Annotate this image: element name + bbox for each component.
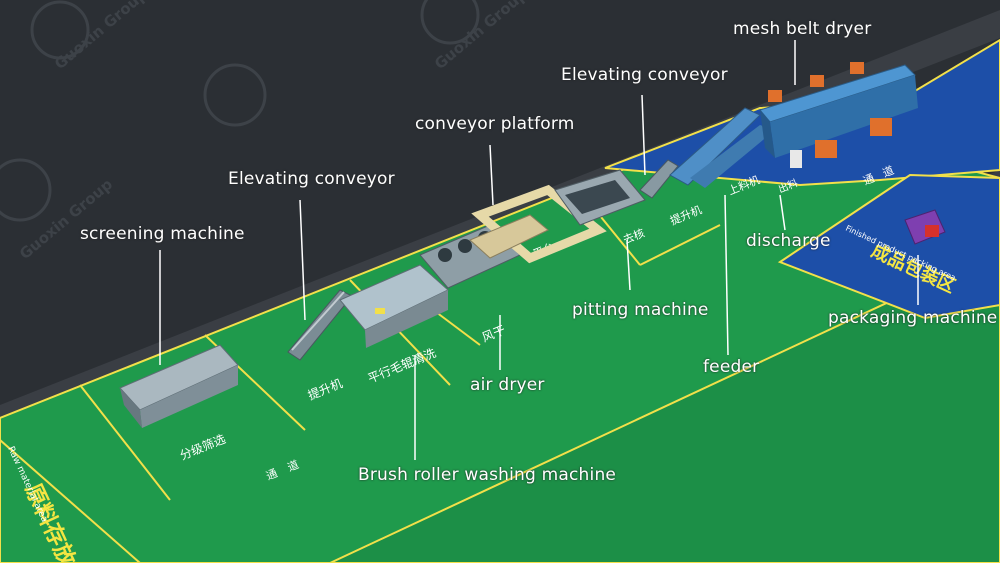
packaging-machine-graphic <box>904 209 946 245</box>
label-feeder: feeder <box>703 357 760 377</box>
floor-blue-packaging-zone <box>777 173 1000 320</box>
label-screening-machine: screening machine <box>80 224 245 244</box>
mesh-belt-dryer-graphic <box>759 62 918 168</box>
watermark-text: Guoxin Group <box>51 0 151 73</box>
label-pitting-machine: pitting machine <box>572 300 709 320</box>
label-brush-roller-washing-machine: Brush roller washing machine <box>358 465 617 485</box>
label-elevating-conveyor-left: Elevating conveyor <box>228 169 395 189</box>
label-elevating-conveyor-top: Elevating conveyor <box>561 65 728 85</box>
brush-roller-washer-graphic <box>339 264 449 348</box>
label-conveyor-platform: conveyor platform <box>415 114 575 134</box>
screening-machine-graphic <box>119 344 239 428</box>
label-mesh-belt-dryer: mesh belt dryer <box>733 19 872 39</box>
pitting-machine-graphic <box>554 169 646 226</box>
elevating-conveyor-right-graphic <box>639 159 679 199</box>
label-packaging-machine: packaging machine <box>828 308 998 328</box>
watermark-text: Guoxin Group <box>431 0 531 73</box>
feeder-graphic <box>669 107 775 188</box>
floor-lower <box>329 248 1000 563</box>
label-air-dryer: air dryer <box>470 375 545 395</box>
pointer-lines <box>159 40 919 460</box>
conveyor-platform-graphic <box>469 184 607 264</box>
label-discharge: discharge <box>746 231 831 251</box>
